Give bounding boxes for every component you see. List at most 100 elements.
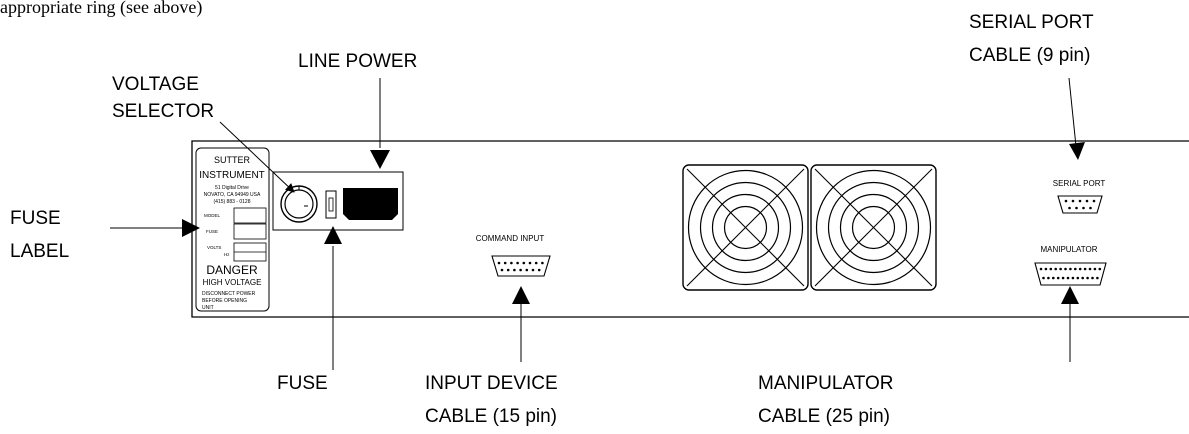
fan-right-frame — [810, 164, 937, 291]
command-input-pin — [534, 261, 538, 265]
fan-right-ring-4 — [851, 205, 896, 250]
manipulator-pin — [1076, 276, 1080, 280]
serial-port-pin — [1064, 199, 1068, 203]
fuse-holder — [325, 190, 337, 219]
manipulator-pin — [1093, 267, 1097, 271]
plate-field-fuse: FUSE — [206, 229, 218, 234]
manipulator-pin — [1039, 267, 1043, 271]
manipulator-pins — [1039, 267, 1102, 280]
manipulator-pin — [1074, 267, 1077, 271]
plate-field-model: MODEL — [204, 213, 221, 218]
voltage-selector-dial-inner — [284, 189, 314, 219]
command-input-pin — [537, 268, 541, 272]
plate-address-line-2: NOVATO, CA 94949 USA — [204, 192, 261, 198]
arrowhead-fuse — [324, 226, 342, 244]
serial-port-pin — [1075, 206, 1078, 210]
plate-address-line-3: (415) 883 - 0128 — [214, 199, 251, 205]
manipulator-label: MANIPULATOR — [1040, 245, 1097, 254]
manipulator-connector — [1034, 262, 1107, 286]
callout-fuse-label-line-2: LABEL — [10, 241, 69, 262]
arrow-voltage-selector — [219, 121, 295, 193]
arrowhead-manipulator — [1061, 286, 1079, 304]
fan-left-ring-1 — [687, 169, 804, 286]
manipulator-pin — [1086, 276, 1089, 280]
plate-model-box — [233, 207, 267, 224]
command-input-pin — [528, 261, 532, 265]
fuse-holder-slot — [328, 197, 334, 212]
fan-right-ring-2 — [827, 181, 920, 274]
serial-port-label: SERIAL PORT — [1053, 179, 1106, 188]
manipulator-pin — [1042, 276, 1045, 280]
command-input-pin — [516, 261, 519, 265]
plate-fuse-box — [233, 223, 267, 240]
plate-field-hz: Hz — [224, 252, 230, 257]
manipulator-pin — [1096, 276, 1099, 280]
callout-serial-cable-line-1: SERIAL PORT — [969, 12, 1094, 33]
serial-port-pin — [1068, 206, 1071, 210]
arrowhead-serial-port — [1069, 142, 1085, 160]
callout-manipulator-cable-line-1: MANIPULATOR — [758, 373, 894, 394]
manipulator-pin — [1064, 267, 1067, 271]
command-input-pin — [497, 261, 501, 265]
plate-warning-subtitle: HIGH VOLTAGE — [203, 278, 262, 287]
manipulator-pin — [1098, 267, 1102, 271]
command-input-shell — [491, 255, 551, 277]
manipulator-pin — [1044, 267, 1048, 271]
serial-port-pin — [1092, 199, 1096, 203]
serial-port-pin — [1082, 206, 1085, 210]
label-plate: SUTTER INSTRUMENT 51 Digital Drive NOVAT… — [195, 147, 270, 312]
callout-input-cable-line-1: INPUT DEVICE — [425, 373, 558, 394]
fan-left-strut-2 — [686, 168, 805, 287]
manipulator-pin — [1078, 267, 1082, 271]
command-input-pin — [503, 261, 507, 265]
command-input-pin — [525, 268, 529, 272]
command-input-pin — [513, 268, 516, 272]
manipulator-pin — [1069, 267, 1072, 271]
plate-warning-line-3: UNIT — [202, 305, 214, 311]
serial-port-shell — [1057, 195, 1103, 214]
manipulator-pin — [1056, 276, 1060, 280]
callout-line-power: LINE POWER — [298, 51, 417, 72]
arrow-serial-port — [1068, 77, 1078, 157]
arrowhead-line-power — [370, 150, 390, 169]
plate-brand-line-2: INSTRUMENT — [199, 170, 265, 181]
command-input-label: COMMAND INPUT — [476, 234, 545, 243]
fan-left-frame — [682, 164, 809, 291]
callout-fuse: FUSE — [277, 373, 328, 394]
command-input-pins — [497, 261, 544, 272]
command-input-pin — [500, 268, 504, 272]
serial-port-connector — [1057, 195, 1103, 214]
voltage-selector-dial-outer — [280, 185, 318, 223]
command-input-pin — [541, 261, 544, 265]
fan-left — [682, 164, 809, 291]
fan-right — [810, 164, 937, 291]
header-fragment: appropriate ring (see above) — [0, 0, 202, 18]
power-inlet-socket — [343, 188, 398, 220]
plate-brand-line-1: SUTTER — [214, 155, 251, 165]
command-input-connector — [491, 255, 551, 277]
plate-warning-line-2: BEFORE OPENING — [202, 298, 247, 304]
fan-right-strut-2 — [814, 168, 933, 287]
manipulator-pin — [1047, 276, 1050, 280]
manipulator-pin — [1054, 267, 1057, 271]
callout-input-cable-line-2: CABLE (15 pin) — [425, 406, 557, 427]
callout-voltage-selector-line-1: VOLTAGE — [112, 74, 199, 95]
serial-port-pin — [1089, 206, 1092, 210]
command-input-pin — [522, 261, 526, 265]
plate-warning-title: DANGER — [206, 263, 258, 277]
manipulator-pin — [1052, 276, 1055, 280]
arrowhead-fuse-label — [182, 219, 200, 237]
callout-voltage-selector-line-2: SELECTOR — [112, 101, 214, 122]
manipulator-pin — [1061, 276, 1065, 280]
fan-left-ring-2 — [699, 181, 792, 274]
manipulator-pin — [1088, 267, 1092, 271]
plate-field-volts: VOLTS — [207, 245, 221, 250]
fan-left-ring-3 — [711, 193, 780, 262]
manipulator-pin — [1049, 267, 1053, 271]
callout-manipulator-cable-line-2: CABLE (25 pin) — [758, 406, 890, 427]
power-module-plate — [272, 171, 404, 231]
plate-address-line-1: 51 Digital Drive — [215, 185, 249, 191]
command-input-pin — [506, 268, 510, 272]
